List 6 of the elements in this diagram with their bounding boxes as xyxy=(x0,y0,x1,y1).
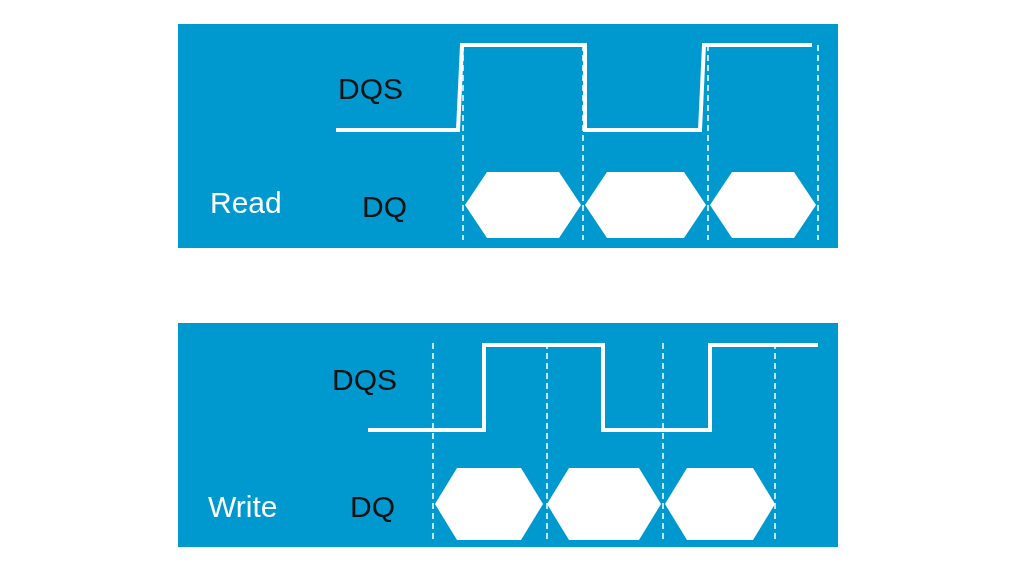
signal-label: Read xyxy=(210,186,282,220)
signal-label: DQ xyxy=(362,190,407,224)
signal-label: DQ xyxy=(350,490,395,524)
signal-label: DQS xyxy=(332,363,397,397)
signal-label: DQS xyxy=(338,72,403,106)
signal-label: Write xyxy=(208,490,278,524)
